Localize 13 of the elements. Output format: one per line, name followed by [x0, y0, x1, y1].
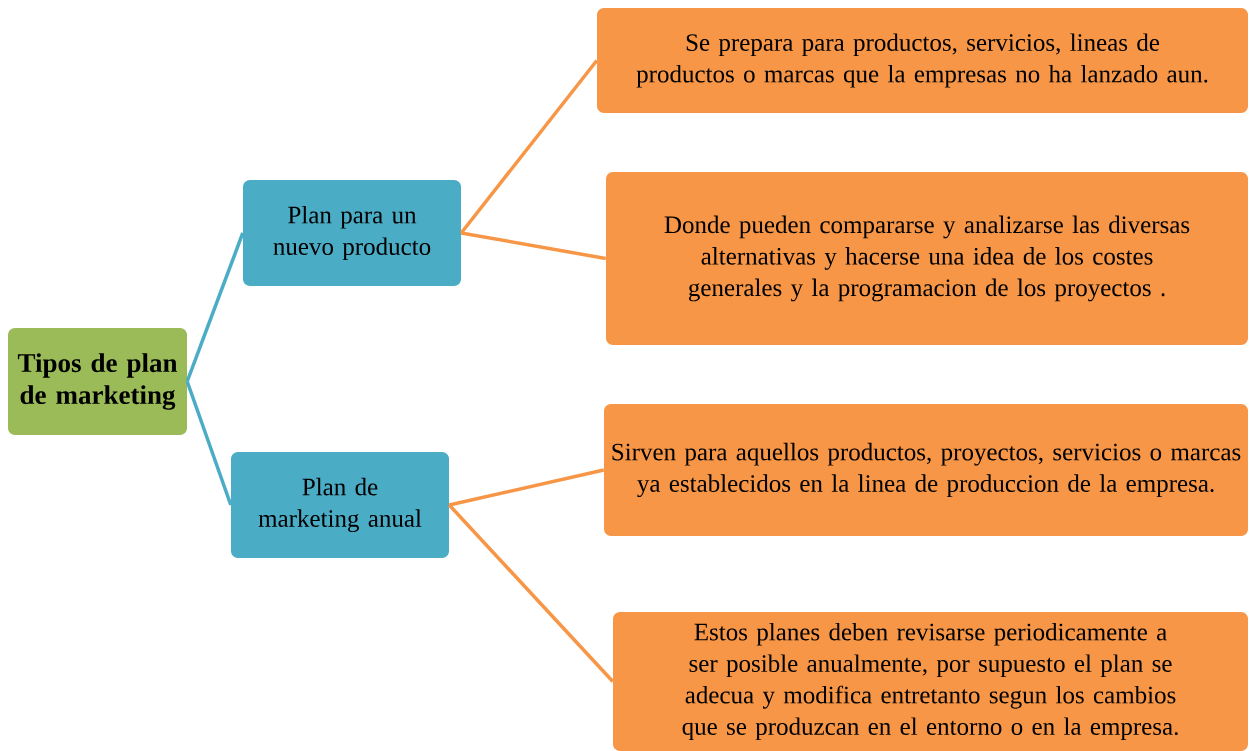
connector-line: [185, 232, 245, 383]
connector-line: [459, 59, 599, 235]
description-box: Estos planes deben revisarse periodicamente a ser posible anualmente, por supuesto el plan se adecua y modifica entretanto segun los cambios que se produzcan en el entorno o en la empresa.: [613, 612, 1248, 751]
category-box: Plan para un nuevo producto: [243, 180, 461, 286]
connector-line: [447, 503, 615, 683]
description-box: Donde pueden compararse y analizarse las diversas alternativas y hacerse una idea de los costes generales y la programacion de los proyectos .: [606, 172, 1248, 345]
root-box: Tipos de plan de marketing: [8, 328, 187, 435]
connector-line: [448, 468, 605, 507]
description-box: Se prepara para productos, servicios, lineas de productos o marcas que la empresas no ha lanzado aun.: [597, 8, 1248, 113]
category-box: Plan de marketing anual: [231, 452, 449, 558]
connector-line: [460, 231, 607, 261]
connector-line: [185, 380, 233, 506]
description-box: Sirven para aquellos productos, proyectos, servicios o marcas ya establecidos en la linea de produccion de la empresa.: [604, 404, 1248, 536]
